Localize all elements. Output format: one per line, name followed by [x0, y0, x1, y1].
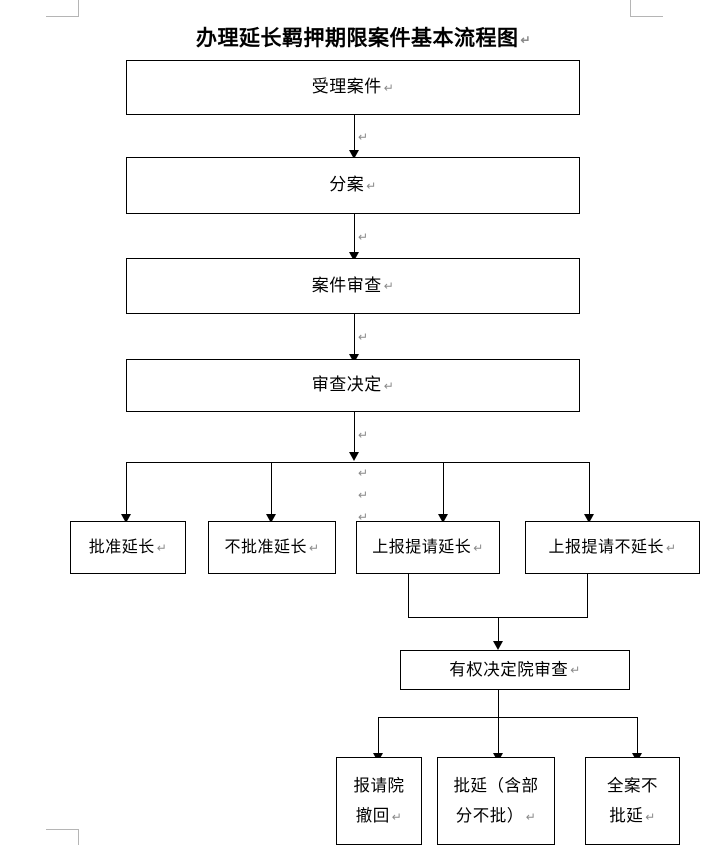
connector-drop-withdraw — [378, 717, 379, 755]
pilcrow-mark: ↵ — [358, 130, 369, 144]
margin-guide-top-left — [46, 0, 79, 17]
arrowhead-icon — [438, 514, 448, 523]
connector-merge-down — [498, 617, 499, 643]
pilcrow-mark: ↵ — [358, 510, 369, 524]
node-case-review-label: 案件审查 — [311, 275, 382, 295]
pilcrow-mark: ↵ — [520, 33, 532, 48]
node-review-decision[interactable]: 审查决定↵ — [126, 359, 580, 412]
node-accept-case[interactable]: 受理案件↵ — [126, 60, 580, 115]
pilcrow-mark: ↵ — [570, 663, 581, 677]
margin-guide-bottom-left — [46, 829, 79, 845]
node-withdraw-request-line1: 报请院 — [353, 776, 405, 796]
connector-merge-right-stem — [587, 574, 588, 617]
node-full-denial-line1: 全案不 — [607, 776, 658, 796]
pilcrow-mark: ↵ — [308, 540, 320, 555]
pilcrow-mark: ↵ — [358, 230, 369, 244]
pilcrow-mark: ↵ — [383, 378, 395, 393]
connector-drop-full-deny — [637, 717, 638, 755]
pilcrow-mark: ↵ — [645, 810, 656, 825]
pilcrow-mark: ↵ — [665, 540, 677, 555]
arrowhead-icon — [121, 514, 131, 523]
connector-drop-report-extension — [443, 462, 444, 516]
node-approve-extension[interactable]: 批准延长↵ — [70, 521, 186, 574]
arrowhead-icon — [349, 150, 359, 159]
node-authorized-court-review-label: 有权决定院审查 — [449, 660, 569, 680]
connector-accept-to-assign — [354, 115, 355, 152]
pilcrow-mark: ↵ — [358, 488, 369, 502]
node-review-decision-label: 审查决定 — [311, 375, 382, 395]
connector-drop-deny — [271, 462, 272, 516]
node-full-denial-line2: 批延↵ — [609, 806, 656, 826]
node-case-review[interactable]: 案件审查↵ — [126, 258, 580, 314]
arrowhead-icon — [349, 452, 359, 461]
pilcrow-mark: ↵ — [525, 810, 537, 825]
arrowhead-icon — [266, 514, 276, 523]
node-full-denial[interactable]: 全案不 批延↵ — [585, 757, 680, 845]
pilcrow-mark: ↵ — [383, 279, 395, 293]
node-report-request-extension[interactable]: 上报提请延长↵ — [356, 521, 500, 574]
page-title: 办理延长羁押期限案件基本流程图↵ — [0, 22, 727, 52]
pilcrow-mark: ↵ — [156, 540, 168, 555]
connector-drop-approve — [126, 462, 127, 516]
pilcrow-mark: ↵ — [383, 80, 395, 95]
margin-guide-top-right — [630, 0, 663, 17]
pilcrow-mark: ↵ — [366, 178, 377, 193]
node-authorized-court-review[interactable]: 有权决定院审查↵ — [400, 650, 630, 690]
connector-drop-report-no-extension — [589, 462, 590, 516]
node-partial-approval-line1: 批延（含部 — [453, 776, 539, 796]
arrowhead-icon — [493, 641, 503, 650]
node-assign-case[interactable]: 分案↵ — [126, 157, 580, 214]
connector-branch-bar — [126, 462, 590, 463]
connector-merge-left-stem — [408, 574, 409, 617]
connector-decision-stem — [354, 412, 355, 454]
connector-fanout-center-stem — [498, 690, 499, 755]
node-deny-extension-label: 不批准延长 — [224, 538, 307, 556]
node-approve-extension-label: 批准延长 — [88, 538, 155, 556]
connector-assign-to-review — [354, 214, 355, 254]
connector-fanout-bar — [378, 717, 638, 718]
pilcrow-mark: ↵ — [358, 428, 369, 442]
arrowhead-icon — [349, 252, 359, 261]
pilcrow-mark: ↵ — [358, 330, 369, 344]
node-partial-approval-line2: 分不批）↵ — [455, 806, 537, 826]
connector-review-to-decision — [354, 314, 355, 356]
node-report-request-extension-label: 上报提请延长 — [372, 538, 472, 556]
node-assign-case-label: 分案 — [329, 175, 365, 195]
pilcrow-mark: ↵ — [473, 540, 484, 555]
node-accept-case-label: 受理案件 — [311, 77, 382, 97]
arrowhead-icon — [584, 514, 594, 523]
node-report-request-no-extension[interactable]: 上报提请不延长↵ — [525, 521, 700, 574]
node-withdraw-request[interactable]: 报请院 撤回↵ — [336, 757, 422, 845]
pilcrow-mark: ↵ — [391, 810, 403, 825]
page-title-text: 办理延长羁押期限案件基本流程图 — [195, 26, 519, 50]
arrowhead-icon — [349, 354, 359, 363]
node-withdraw-request-line2: 撤回↵ — [355, 806, 403, 826]
node-deny-extension[interactable]: 不批准延长↵ — [208, 521, 336, 574]
node-partial-approval[interactable]: 批延（含部 分不批）↵ — [437, 757, 555, 845]
node-report-request-no-extension-label: 上报提请不延长 — [548, 538, 664, 556]
pilcrow-mark: ↵ — [358, 466, 369, 480]
